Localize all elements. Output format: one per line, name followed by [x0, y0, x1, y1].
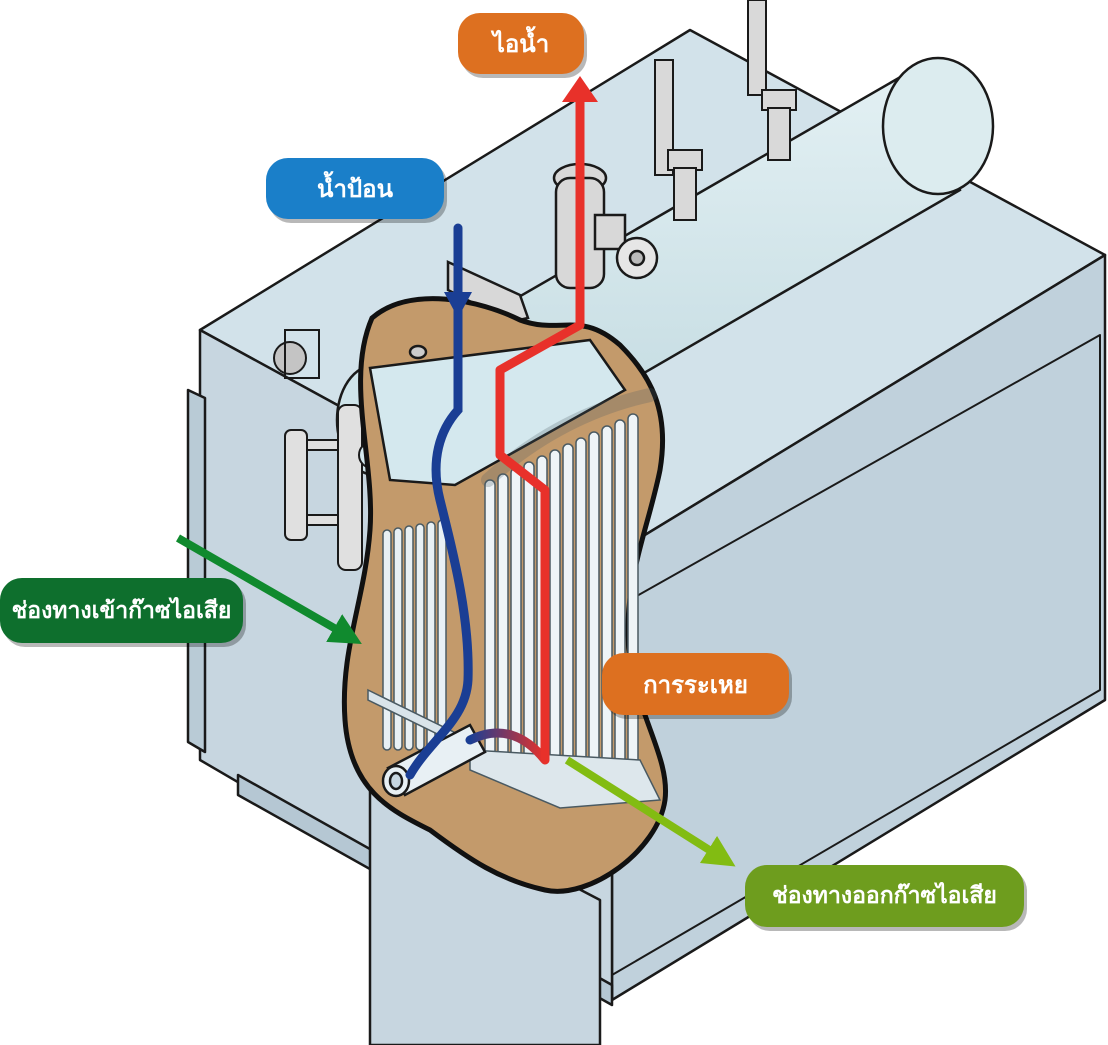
steam-arrow-head — [562, 76, 598, 102]
gas-inlet-arrow — [176, 534, 362, 644]
feedwater-label: น้ำป้อน — [266, 158, 444, 219]
gas-outlet-arrow — [564, 756, 736, 867]
gas-outlet-label: ช่องทางออกก๊าซไอเสีย — [745, 865, 1024, 927]
water-level-gauges — [284, 404, 386, 571]
feedwater-arrow-head — [444, 292, 472, 318]
feedwater-flow-path — [405, 223, 473, 780]
gas-inlet-label: ช่องทางเข้าก๊าซไอเสีย — [0, 578, 243, 643]
steam-label: ไอน้ำ — [458, 13, 584, 74]
steam-flow-path — [495, 95, 585, 760]
mixing-flow-path — [465, 728, 550, 765]
top-instruments — [273, 0, 797, 379]
right-tube-bundle — [469, 388, 662, 809]
housing-door-panel — [186, 388, 207, 754]
evaporation-label: การระเหย — [602, 653, 789, 715]
